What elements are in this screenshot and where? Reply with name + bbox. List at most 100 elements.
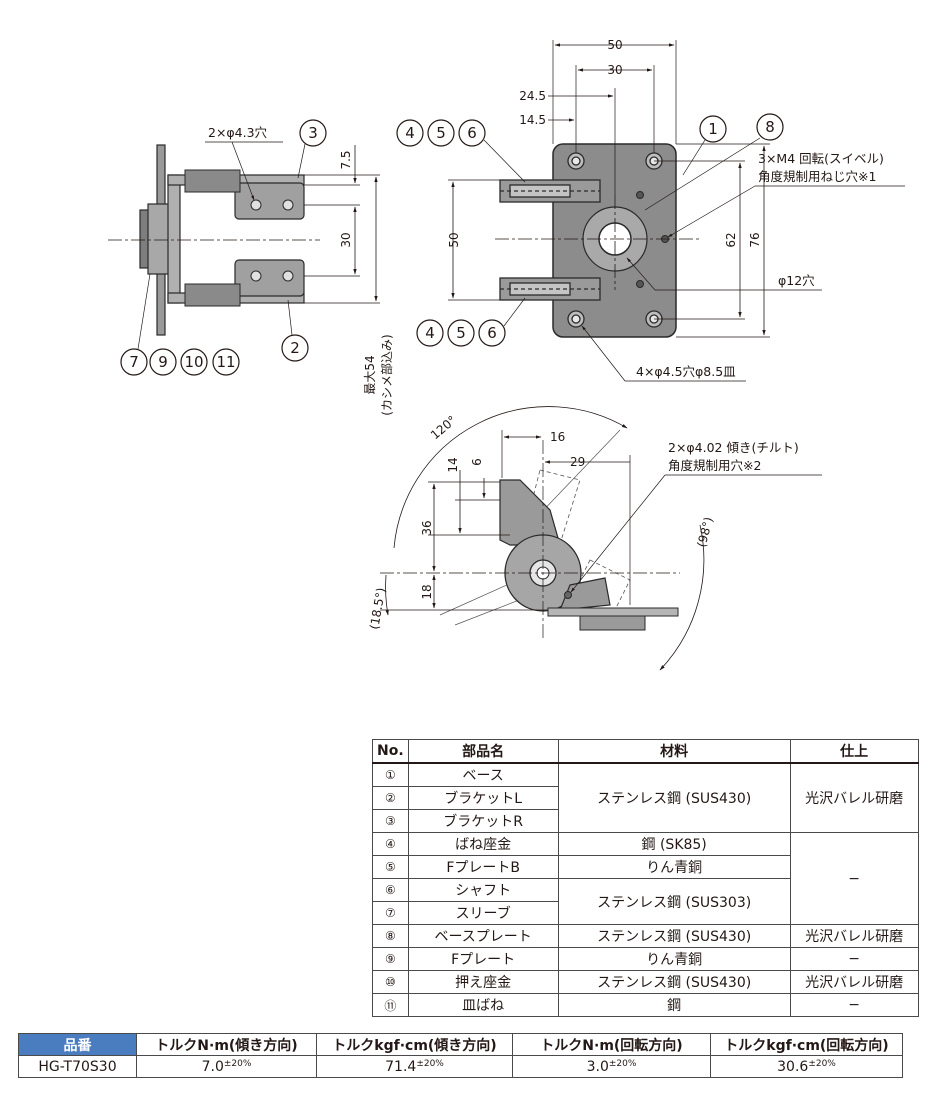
row-name: ベース xyxy=(407,762,559,787)
row-no: ⑪ xyxy=(372,993,409,1017)
balloon-4-bottom: 4 xyxy=(425,324,435,342)
rot-kgf-value: 30.6 xyxy=(777,1058,809,1075)
material-cell: ステンレス鋼 (SUS430) xyxy=(557,924,791,948)
tilt-kgf-cell: 71.4±20% xyxy=(316,1055,513,1078)
row-no: ① xyxy=(372,762,409,787)
finish-cell: 光沢バレル研磨 xyxy=(789,924,919,948)
table-row: ⑤ FプレートB りん青銅 xyxy=(372,855,919,879)
dim-36: 36 xyxy=(420,520,434,535)
dim-width-50: 50 xyxy=(607,38,622,52)
angle-18-5: (18.5°) xyxy=(367,587,388,631)
row-no: ⑨ xyxy=(372,947,409,971)
balloon-10: 10 xyxy=(184,353,203,371)
torque-table-header: 品番 トルクN·m(傾き方向) トルクkgf·cm(傾き方向) トルクN·m(回… xyxy=(18,1033,903,1056)
technical-drawing: 50 30 24.5 14.5 50 62 76 3×M4 回転(スイベル) 角… xyxy=(108,38,905,671)
header-model: 品番 xyxy=(18,1033,137,1056)
row-no: ③ xyxy=(372,809,409,833)
finish-cell: − xyxy=(789,947,919,971)
bracket-bottom xyxy=(499,277,601,301)
front-balloons-bottom xyxy=(416,319,506,347)
material-cell: りん青銅 xyxy=(557,947,791,971)
header-finish: 仕上 xyxy=(789,739,919,764)
row-no: ⑥ xyxy=(372,878,409,902)
material-cell: ステンレス鋼 (SUS430) xyxy=(557,762,791,833)
row-no: ⑦ xyxy=(372,901,409,925)
dim-width-30: 30 xyxy=(607,63,622,77)
side-view: 7.5 30 最大54 (カシメ部込み) 2×φ4.3穴 3 2 7 9 10 … xyxy=(108,119,394,416)
bracket-top xyxy=(499,179,601,203)
header-tilt-kgf: トルクkgf·cm(傾き方向) xyxy=(316,1033,513,1056)
row-name: ブラケットL xyxy=(407,786,559,810)
note-mount-holes: 4×φ4.5穴φ8.5皿 xyxy=(636,364,736,379)
dim-height-62: 62 xyxy=(724,232,738,247)
row-no: ⑤ xyxy=(372,855,409,879)
table-row: ④ ばね座金 鋼 (SK85) − xyxy=(372,832,919,925)
front-balloons-top xyxy=(396,119,486,147)
header-material: 材料 xyxy=(557,739,791,764)
table-row: ⑩ 押え座金 ステンレス鋼 (SUS430) 光沢バレル研磨 xyxy=(372,970,919,994)
note-center-hole: φ12穴 xyxy=(778,273,815,288)
row-no: ④ xyxy=(372,832,409,856)
row-no: ⑩ xyxy=(372,970,409,994)
balloon-2: 2 xyxy=(290,339,300,357)
row-name: ばね座金 xyxy=(407,832,559,856)
dim-16: 16 xyxy=(550,430,565,444)
material-cell: 鋼 xyxy=(557,993,791,1017)
row-name: ブラケットR xyxy=(407,809,559,833)
dim-max-54: 最大54 xyxy=(363,355,377,394)
finish-cell: 光沢バレル研磨 xyxy=(789,970,919,994)
table-row: HG-T70S30 7.0±20% 71.4±20% 3.0±20% 30.6±… xyxy=(18,1055,903,1078)
material-cell: 鋼 (SK85) xyxy=(557,832,791,856)
balloon-11: 11 xyxy=(216,353,235,371)
row-name: シャフト xyxy=(407,878,559,902)
row-no: ⑧ xyxy=(372,924,409,948)
table-row: ⑦ スリーブ xyxy=(372,901,919,925)
table-row: ⑧ ベースプレート ステンレス鋼 (SUS430) 光沢バレル研磨 xyxy=(372,924,919,948)
finish-cell: − xyxy=(789,993,919,1017)
tilt-view: 120° (98°) (18.5°) 16 29 1 xyxy=(367,406,822,671)
note-tilt-line2: 角度規制用穴※2 xyxy=(668,458,761,473)
material-cell: ステンレス鋼 (SUS303) xyxy=(557,878,791,925)
material-cell: ステンレス鋼 (SUS430) xyxy=(557,970,791,994)
header-tilt-nm: トルクN·m(傾き方向) xyxy=(136,1033,317,1056)
row-name: ベースプレート xyxy=(407,924,559,948)
table-row: ⑪ 皿ばね 鋼 − xyxy=(372,993,919,1017)
dim-18: 18 xyxy=(420,584,434,599)
dim-offset-24-5: 24.5 xyxy=(519,89,546,103)
tilt-nm-value: 7.0 xyxy=(201,1058,224,1075)
dim-29: 29 xyxy=(570,455,585,469)
parts-table-header: No. 部品名 材料 仕上 xyxy=(372,739,919,764)
tilt-kgf-value: 71.4 xyxy=(385,1058,417,1075)
rot-nm-cell: 3.0±20% xyxy=(512,1055,711,1078)
tolerance: ±20% xyxy=(223,1058,252,1069)
tolerance: ±20% xyxy=(808,1058,836,1069)
finish-cell: − xyxy=(789,832,919,925)
front-balloons-right xyxy=(699,113,784,143)
dim-max-54-note: (カシメ部込み) xyxy=(379,334,394,415)
dim-height-76: 76 xyxy=(748,232,762,247)
rot-nm-value: 3.0 xyxy=(586,1058,609,1075)
balloon-4-top: 4 xyxy=(405,124,415,142)
balloon-6-top: 6 xyxy=(467,124,477,142)
balloon-8: 8 xyxy=(765,118,775,136)
dim-height-50: 50 xyxy=(447,232,461,247)
tolerance: ±20% xyxy=(416,1058,444,1069)
header-part-name: 部品名 xyxy=(407,739,559,764)
dim-7-5: 7.5 xyxy=(339,150,353,169)
dim-30: 30 xyxy=(339,232,353,247)
dim-6: 6 xyxy=(470,458,484,466)
table-row: ⑨ Fプレート りん青銅 − xyxy=(372,947,919,971)
dim-14: 14 xyxy=(446,457,460,472)
finish-cell: 光沢バレル研磨 xyxy=(789,762,919,833)
parts-table: No. 部品名 材料 仕上 ① ベース ステンレス鋼 (SUS430) 光沢バレ… xyxy=(372,739,919,1017)
mount-holes xyxy=(567,152,663,328)
header-rot-kgf: トルクkgf·cm(回転方向) xyxy=(710,1033,903,1056)
row-name: 押え座金 xyxy=(407,970,559,994)
row-no: ② xyxy=(372,786,409,810)
note-tilt-line1: 2×φ4.02 傾き(チルト) xyxy=(668,440,799,455)
balloon-3: 3 xyxy=(308,124,318,142)
rot-kgf-cell: 30.6±20% xyxy=(710,1055,903,1078)
dim-offset-14-5: 14.5 xyxy=(519,113,546,127)
balloon-7: 7 xyxy=(129,353,139,371)
torque-table: 品番 トルクN·m(傾き方向) トルクkgf·cm(傾き方向) トルクN·m(回… xyxy=(18,1033,903,1078)
